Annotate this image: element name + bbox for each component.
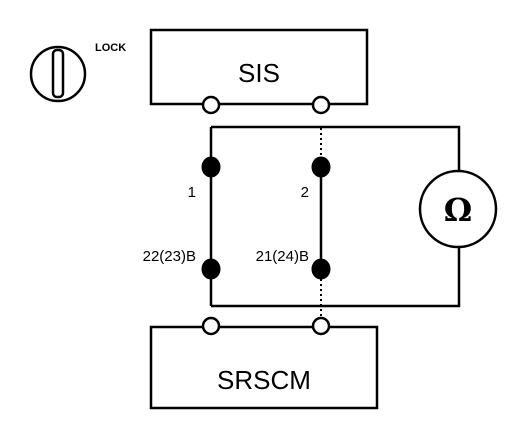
probe-point-pin-2 bbox=[311, 156, 331, 178]
probe-point-pin-21b bbox=[311, 258, 331, 280]
sis-module-box bbox=[149, 28, 369, 106]
srscm-module-box bbox=[149, 325, 379, 410]
probe-point-pin-22b bbox=[201, 258, 221, 280]
pin-label-22-23-b: 22(23)B bbox=[143, 248, 196, 265]
pin-label-21-24-b: 21(24)B bbox=[256, 248, 309, 265]
pin-label-1: 1 bbox=[188, 184, 196, 201]
ohm-symbol: Ω bbox=[444, 191, 472, 229]
lock-position-label: LOCK bbox=[95, 42, 126, 54]
ohmmeter-icon: Ω bbox=[418, 169, 498, 249]
probe-point-pin-1 bbox=[201, 156, 221, 178]
srscm-terminal-right bbox=[311, 316, 331, 336]
sis-terminal-left bbox=[201, 95, 221, 115]
pin-label-2: 2 bbox=[301, 184, 309, 201]
srscm-terminal-left bbox=[201, 316, 221, 336]
sis-terminal-right bbox=[311, 95, 331, 115]
sis-module-label: SIS bbox=[238, 58, 280, 88]
meter-loop-wire bbox=[211, 125, 461, 308]
srscm-module-label: SRSCM bbox=[217, 365, 311, 395]
ignition-key-icon bbox=[29, 45, 87, 103]
